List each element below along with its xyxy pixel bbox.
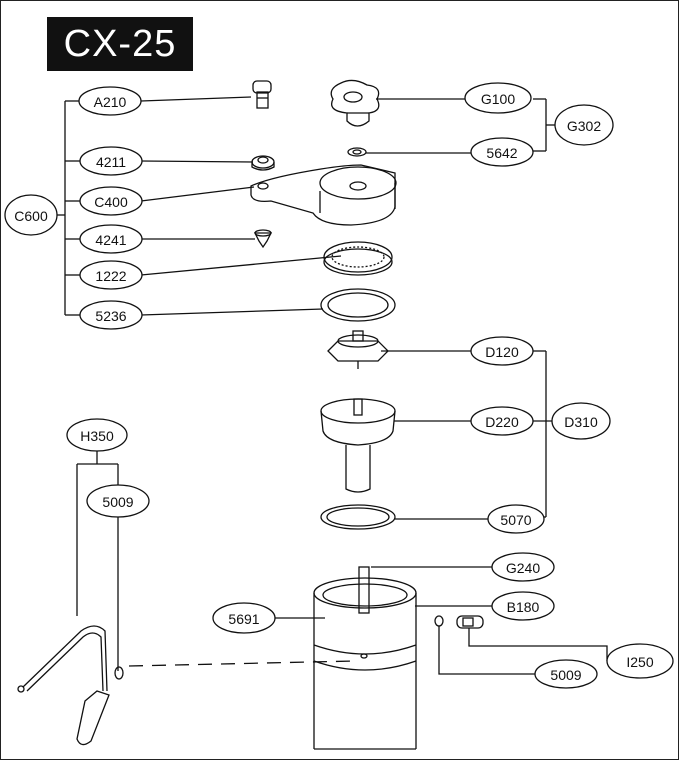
label-h350: H350 xyxy=(80,428,114,444)
label-bubbles xyxy=(4,82,674,689)
label-g100: G100 xyxy=(481,91,515,107)
label-g302: G302 xyxy=(567,118,601,134)
label-5642: 5642 xyxy=(486,145,517,161)
callout-i250 xyxy=(606,643,674,679)
callout-4211 xyxy=(79,146,143,176)
callout-5009-handle xyxy=(86,484,150,518)
label-4241: 4241 xyxy=(95,232,126,248)
label-d220: D220 xyxy=(485,414,519,430)
label-i250: I250 xyxy=(626,654,653,670)
part-c400-drawing xyxy=(250,164,397,226)
label-1222: 1222 xyxy=(95,268,126,284)
callout-b180 xyxy=(491,591,555,621)
label-5691: 5691 xyxy=(228,611,259,627)
label-5009-handle: 5009 xyxy=(102,494,133,510)
label-a210: A210 xyxy=(94,94,127,110)
callout-d310 xyxy=(551,402,611,440)
part-4211-drawing xyxy=(251,155,275,171)
callout-5236 xyxy=(79,300,143,330)
leader-lines xyxy=(56,96,608,675)
callout-5642 xyxy=(470,137,534,167)
label-d120: D120 xyxy=(485,344,519,360)
label-c600: C600 xyxy=(14,208,48,224)
part-5236-drawing xyxy=(320,288,396,322)
part-b180-drawing xyxy=(434,615,484,629)
label-g240: G240 xyxy=(506,560,540,576)
callout-h350 xyxy=(66,418,128,452)
callout-c400 xyxy=(79,186,143,216)
callout-g240 xyxy=(491,552,555,582)
callout-d120 xyxy=(470,336,534,366)
callout-g100 xyxy=(464,82,532,114)
callout-d220 xyxy=(470,406,534,436)
label-b180: B180 xyxy=(507,599,540,615)
callout-g302 xyxy=(554,104,614,146)
label-c400: C400 xyxy=(94,194,128,210)
part-d120-drawing xyxy=(327,330,389,369)
callout-1222 xyxy=(79,260,143,290)
label-5009-body: 5009 xyxy=(550,667,581,683)
part-5642-drawing xyxy=(347,147,367,157)
part-d220-drawing xyxy=(320,398,396,493)
callout-a210 xyxy=(78,86,142,116)
part-5070-drawing xyxy=(320,504,396,530)
part-g100-drawing xyxy=(330,79,380,127)
callout-5691 xyxy=(212,602,276,634)
part-4241-drawing xyxy=(253,229,273,249)
label-d310: D310 xyxy=(564,414,598,430)
part-1222-drawing xyxy=(323,241,393,276)
part-body-drawing xyxy=(313,566,417,750)
part-a210-drawing xyxy=(252,80,272,109)
part-h350-drawing xyxy=(17,625,124,746)
callout-5009-body xyxy=(534,659,598,689)
label-5070: 5070 xyxy=(500,512,531,528)
model-title: CX-25 xyxy=(47,17,193,71)
callout-5070 xyxy=(487,504,545,534)
callout-c600 xyxy=(4,194,58,236)
callout-4241 xyxy=(79,224,143,254)
label-4211: 4211 xyxy=(96,154,126,170)
label-5236: 5236 xyxy=(95,308,126,324)
